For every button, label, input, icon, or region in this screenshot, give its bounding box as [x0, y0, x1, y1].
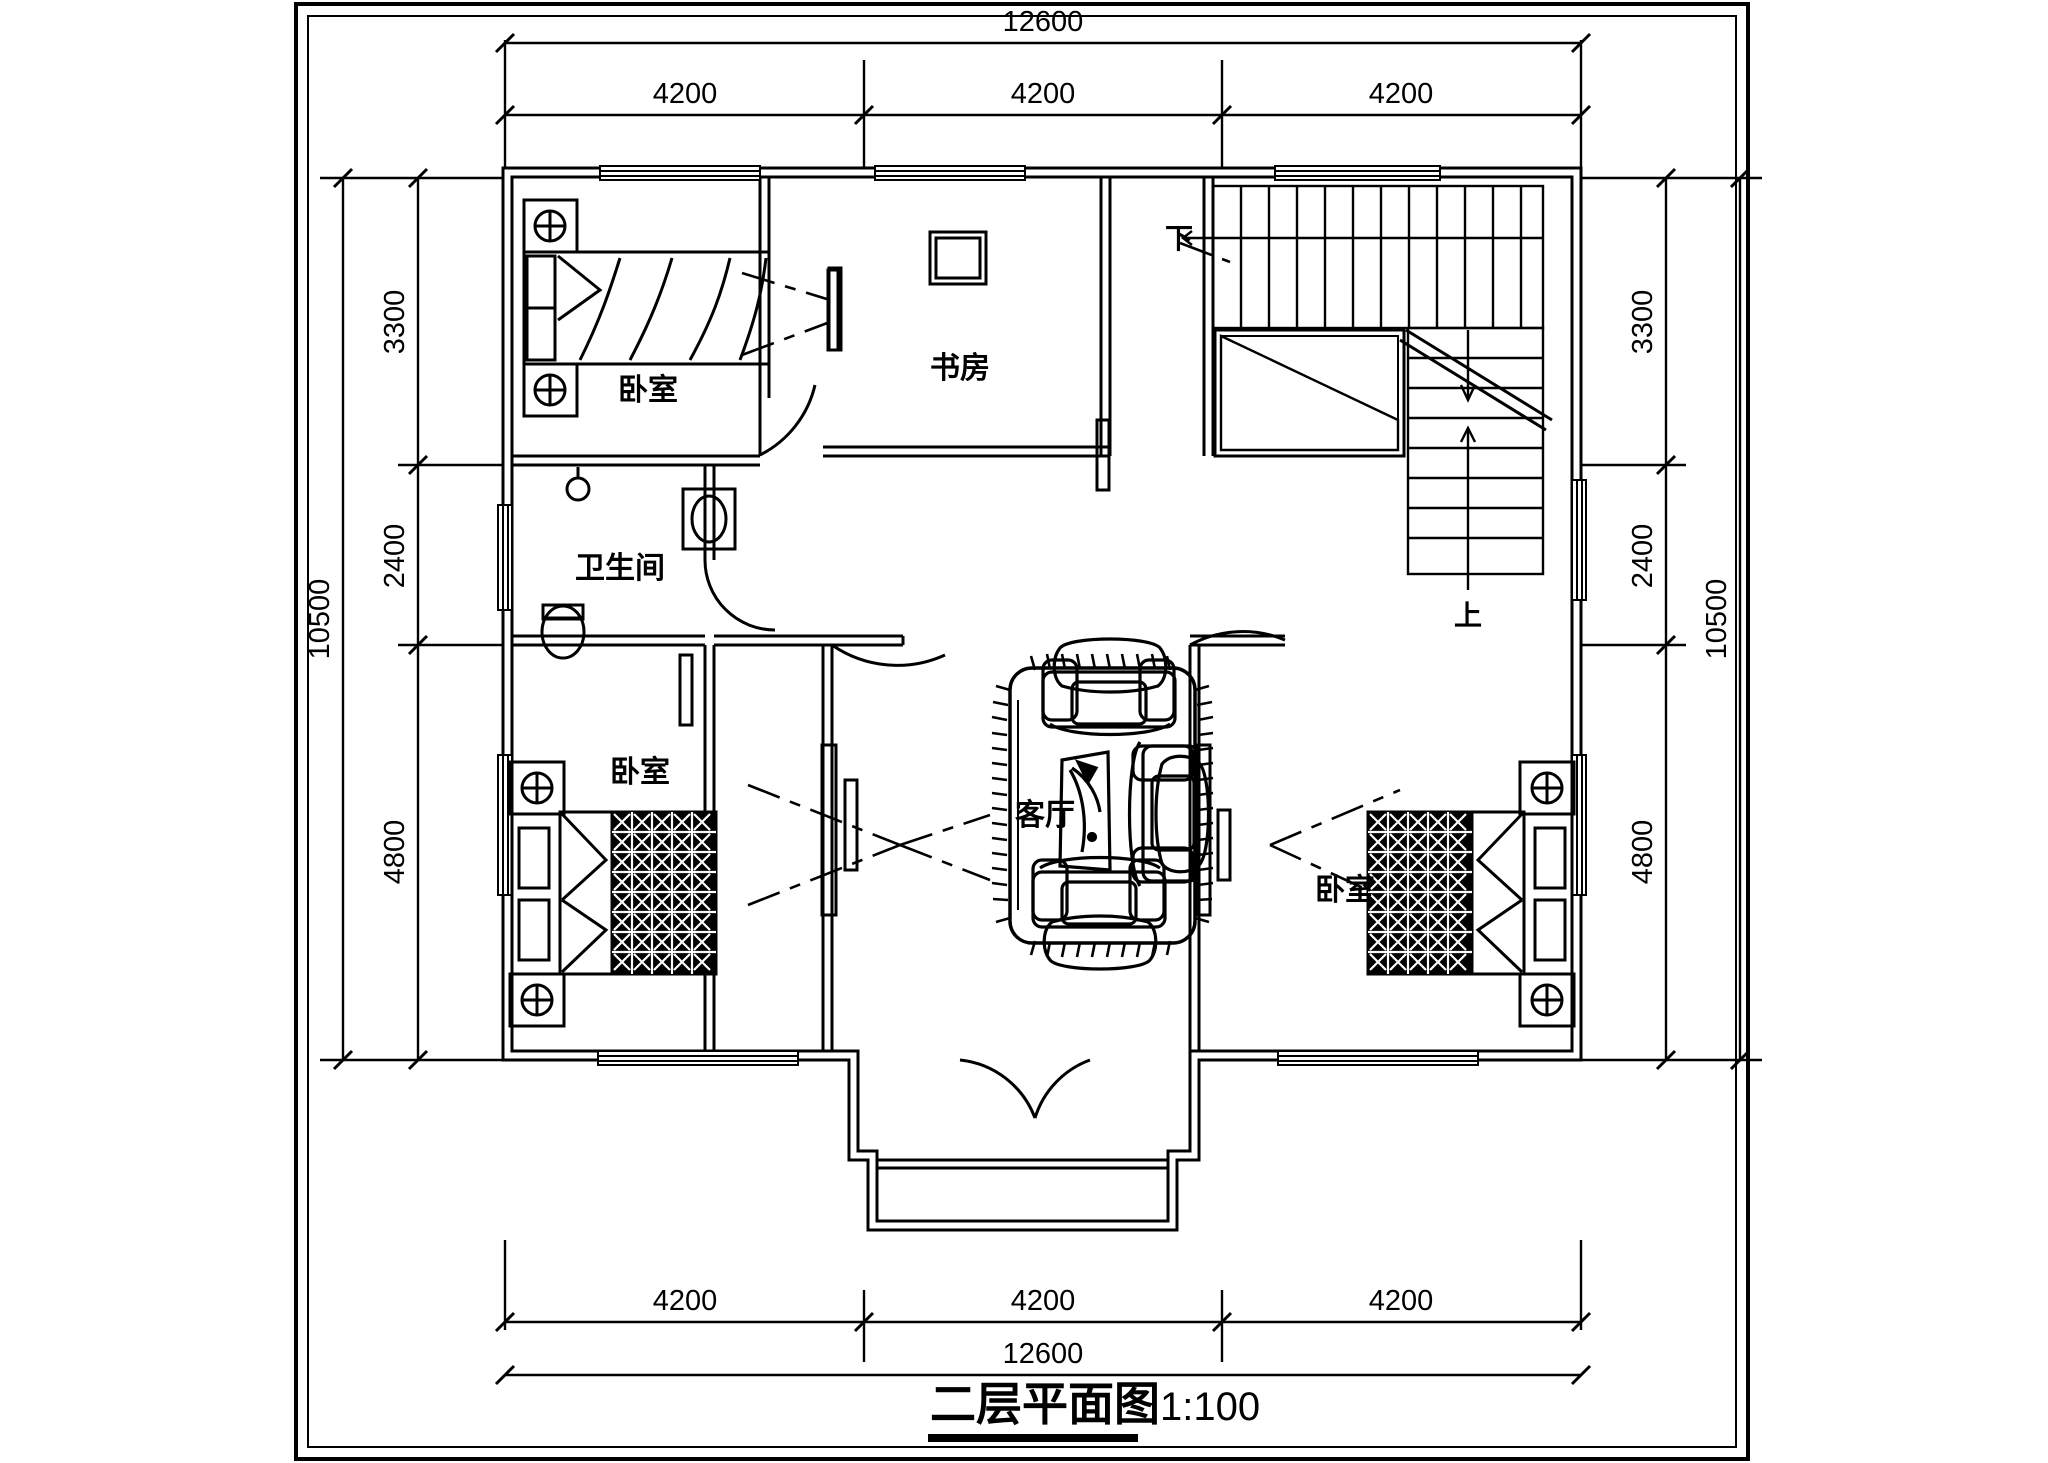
- sheet-border: [294, 2, 1750, 1461]
- stair-direction-labels: 下 上: [1165, 222, 1482, 632]
- drawing-title-block: 二层平面图 1:100: [928, 1377, 1260, 1442]
- dimension-bottom: [494, 1240, 1592, 1386]
- dim-top-seg-2: 4200: [1011, 78, 1076, 110]
- door-leaf-symbols: [678, 266, 1232, 917]
- room-labels: 卧室 书房 卫生间 卧室 客厅 卧室: [575, 351, 1375, 908]
- dim-right-seg-1: 3300: [1627, 290, 1659, 355]
- bathroom-fixtures: [540, 467, 737, 660]
- dim-bottom-overall: 12600: [1003, 1338, 1084, 1370]
- dim-bottom-seg-2: 4200: [1011, 1285, 1076, 1317]
- drawing-scale: 1:100: [1160, 1385, 1260, 1429]
- dim-right-seg-3: 4800: [1627, 820, 1659, 885]
- room-label-bedroom-right: 卧室: [1315, 873, 1375, 908]
- study-desk: [928, 230, 988, 286]
- dimension-left-text: 10500 3300 2400 4800: [304, 290, 411, 885]
- dim-bottom-seg-3: 4200: [1369, 1285, 1434, 1317]
- dim-left-seg-2: 2400: [379, 524, 411, 589]
- dimension-right-text: 3300 2400 4800 10500: [1627, 290, 1733, 885]
- dimension-left: [320, 167, 503, 1071]
- stair-up-label: 上: [1454, 599, 1482, 632]
- dim-top-seg-1: 4200: [653, 78, 718, 110]
- bed-top-left: [522, 198, 771, 418]
- dimension-right: [1581, 167, 1762, 1071]
- door-swing-indicators: [741, 241, 1401, 907]
- stair-down-label: 下: [1165, 222, 1193, 255]
- dim-left-seg-1: 3300: [379, 290, 411, 355]
- room-label-living-room: 客厅: [1015, 798, 1075, 833]
- staircase: [1181, 184, 1553, 590]
- dim-bottom-seg-1: 4200: [653, 1285, 718, 1317]
- room-label-bathroom: 卫生间: [575, 551, 665, 586]
- bed-left: [508, 760, 718, 1028]
- bed-right: [1366, 760, 1576, 1028]
- room-label-bedroom-top-left: 卧室: [618, 373, 678, 408]
- dimension-top-text: 12600 4200 4200 4200: [653, 6, 1434, 110]
- dim-top-seg-3: 4200: [1369, 78, 1434, 110]
- living-room-furniture: [991, 637, 1214, 971]
- dimension-top: [494, 32, 1592, 168]
- doors: [703, 268, 1286, 1119]
- room-label-study: 书房: [930, 351, 990, 386]
- dim-right-seg-2: 2400: [1627, 524, 1659, 589]
- dimension-bottom-text: 4200 4200 4200 12600: [653, 1285, 1434, 1370]
- room-label-bedroom-left: 卧室: [610, 755, 670, 790]
- dim-left-overall: 10500: [304, 579, 336, 660]
- drawing-title: 二层平面图: [930, 1377, 1160, 1431]
- dim-top-overall: 12600: [1003, 6, 1084, 38]
- dim-right-overall: 10500: [1701, 579, 1733, 660]
- windows: [497, 165, 1587, 1066]
- entry-porch: [877, 1158, 1168, 1170]
- dim-left-seg-3: 4800: [379, 820, 411, 885]
